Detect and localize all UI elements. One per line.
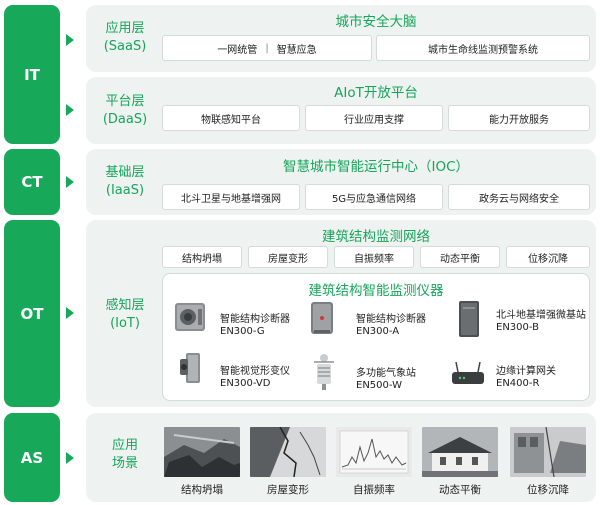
scene-photo-deformation — [250, 427, 326, 477]
side-label-ct-text: CT — [21, 173, 43, 191]
saas-box-lifeline: 城市生命线监测预警系统 — [376, 35, 590, 61]
daas-title: AIoT开放平台 — [334, 85, 418, 101]
scene-label: 位移沉降 — [527, 484, 569, 496]
arrow-icon — [66, 176, 74, 188]
as-layer-label: 应用 场景 — [90, 437, 160, 473]
side-label-as: AS — [4, 413, 60, 502]
daas-layer-label: 平台层 (DaaS) — [90, 93, 160, 129]
device-model: EN300-B — [496, 322, 539, 333]
daas-layer-name: 平台层 — [105, 94, 145, 109]
scene-label: 房屋变形 — [267, 484, 309, 496]
vision-camera-icon — [180, 353, 200, 383]
iaas-box: 政务云与网络安全 — [448, 184, 590, 210]
device-name: 北斗地基增强微基站 — [496, 310, 586, 321]
side-label-as-text: AS — [20, 448, 44, 467]
device-label: 智能视觉形变仪 EN300-VD — [220, 366, 290, 390]
arrow-icon — [66, 104, 74, 116]
device-title: 建筑结构智能监测仪器 — [308, 283, 444, 299]
device-name: 多功能气象站 — [356, 368, 416, 379]
scene-photo-balance — [422, 427, 498, 477]
network-box: 位移沉降 — [506, 246, 590, 268]
device-model: EN300-VD — [220, 378, 271, 389]
network-box: 房屋变形 — [248, 246, 328, 268]
device-label: 北斗地基增强微基站 EN300-B — [496, 310, 586, 334]
iaas-layer-label: 基础层 (IaaS) — [90, 164, 160, 200]
network-box: 结构坍塌 — [162, 246, 242, 268]
side-label-it: IT — [4, 5, 60, 144]
iaas-box: 5G与应急通信网络 — [305, 184, 443, 210]
side-label-ct: CT — [4, 149, 60, 215]
camera-module-icon — [175, 303, 205, 331]
network-box: 自振频率 — [334, 246, 414, 268]
iot-layer-name: 感知层 — [105, 298, 145, 313]
daas-layer-sub: (DaaS) — [102, 112, 148, 127]
device-name: 智能结构诊断器 — [356, 314, 426, 325]
device-label: 智能结构诊断器 EN300-A — [356, 314, 426, 338]
saas-layer-label: 应用层 (SaaS) — [90, 20, 160, 56]
as-layer-name-1: 应用 — [111, 438, 138, 453]
iaas-layer-name: 基础层 — [105, 165, 145, 180]
scene-photo-settlement — [510, 427, 586, 477]
device-label: 边缘计算网关 EN400-R — [496, 366, 556, 390]
device-label: 多功能气象站 EN500-W — [356, 368, 416, 392]
weather-station-icon — [314, 354, 334, 390]
iot-layer-sub: (IoT) — [110, 316, 140, 331]
device-model: EN300-A — [356, 326, 400, 337]
side-label-ot: OT — [4, 220, 60, 407]
device-model: EN300-G — [220, 326, 265, 337]
scene-label: 结构坍塌 — [181, 484, 223, 496]
gateway-router-icon — [452, 361, 484, 384]
daas-box: 能力开放服务 — [448, 105, 590, 131]
saas-layer-name: 应用层 — [105, 21, 145, 36]
saas-title: 城市安全大脑 — [335, 14, 417, 30]
device-label: 智能结构诊断器 EN300-G — [220, 314, 290, 338]
daas-box: 行业应用支撑 — [305, 105, 443, 131]
saas-layer-sub: (SaaS) — [103, 39, 147, 54]
saas-box-governance-left: 一网统管 — [217, 44, 258, 56]
scene-photo-collapse — [164, 427, 240, 477]
daas-box: 物联感知平台 — [162, 105, 300, 131]
device-model: EN500-W — [356, 380, 402, 391]
base-station-icon — [459, 301, 479, 337]
arrow-icon — [66, 307, 74, 319]
iaas-title: 智慧城市智能运行中心（IOC） — [282, 159, 470, 175]
iaas-layer-sub: (IaaS) — [105, 183, 145, 198]
network-box: 动态平衡 — [420, 246, 500, 268]
iaas-box: 北斗卫星与地基增强网 — [162, 184, 300, 210]
scene-label: 自振频率 — [353, 484, 395, 496]
saas-box-separator: | — [265, 42, 269, 54]
device-name: 边缘计算网关 — [496, 366, 556, 377]
scene-label: 动态平衡 — [439, 484, 481, 496]
device-name: 智能视觉形变仪 — [220, 366, 290, 377]
device-name: 智能结构诊断器 — [220, 314, 290, 325]
device-model: EN400-R — [496, 378, 540, 389]
saas-box-governance: 一网统管 | 智慧应急 — [162, 35, 372, 61]
network-title: 建筑结构监测网络 — [322, 229, 430, 245]
scene-photo-frequency — [336, 427, 412, 477]
sensor-box-icon — [311, 302, 333, 334]
device-panel — [162, 273, 590, 401]
iot-layer-label: 感知层 (IoT) — [90, 297, 160, 333]
arrow-icon — [66, 34, 74, 46]
side-label-ot-text: OT — [20, 304, 44, 323]
arrow-icon — [66, 452, 74, 464]
as-layer-name-2: 场景 — [111, 456, 138, 471]
saas-box-governance-right: 智慧应急 — [276, 44, 317, 56]
side-label-it-text: IT — [24, 65, 40, 84]
